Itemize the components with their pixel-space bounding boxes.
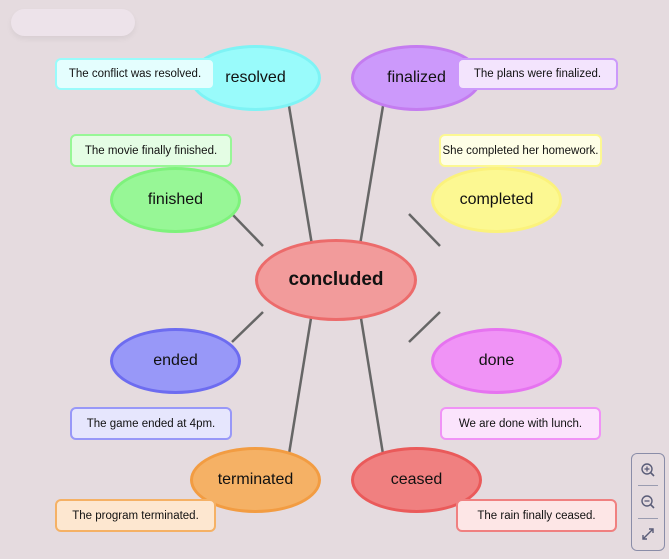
- expand-icon: [642, 528, 654, 541]
- node-label: done: [478, 352, 515, 369]
- node-ceased[interactable]: ceased: [351, 447, 482, 513]
- node-label: completed: [459, 191, 534, 208]
- fit-view-button[interactable]: [632, 519, 664, 550]
- note-text: The plans were finalized.: [473, 68, 602, 80]
- note-completed: She completed her homework.: [439, 134, 602, 167]
- link-ended: [231, 311, 264, 343]
- note-text: The rain finally ceased.: [477, 509, 596, 522]
- node-finished[interactable]: finished: [110, 167, 241, 233]
- note-terminated: The program terminated.: [55, 499, 216, 532]
- link-done: [408, 311, 441, 343]
- link-finalized: [358, 105, 385, 246]
- node-terminated[interactable]: terminated: [190, 447, 321, 513]
- note-text: The movie finally finished.: [84, 144, 218, 157]
- zoom-out-icon: [641, 495, 655, 509]
- link-finished: [231, 213, 264, 247]
- link-completed: [408, 213, 441, 247]
- note-ceased: The rain finally ceased.: [456, 499, 617, 532]
- note-ended: The game ended at 4pm.: [70, 407, 232, 440]
- node-label: ceased: [390, 471, 443, 488]
- note-finished: The movie finally finished.: [70, 134, 232, 167]
- zoom-in-button[interactable]: [632, 454, 664, 485]
- divider: [638, 485, 658, 487]
- zoom-in-icon: [641, 462, 655, 477]
- node-ended[interactable]: ended: [110, 328, 241, 394]
- node-resolved[interactable]: resolved: [190, 45, 321, 111]
- link-ceased: [358, 311, 385, 455]
- divider: [638, 517, 658, 519]
- node-concluded[interactable]: concluded: [255, 239, 417, 321]
- zoom-out-button[interactable]: [632, 486, 664, 517]
- note-text: The program terminated.: [72, 509, 199, 522]
- search-bar[interactable]: [11, 9, 135, 36]
- note-text: The game ended at 4pm.: [86, 417, 216, 430]
- center-label: concluded: [288, 269, 384, 290]
- node-label: ended: [153, 352, 198, 369]
- node-label: finalized: [387, 69, 446, 86]
- link-resolved: [287, 105, 314, 246]
- link-terminated: [287, 311, 314, 455]
- node-done[interactable]: done: [431, 328, 562, 394]
- note-resolved: The conflict was resolved.: [55, 58, 215, 90]
- note-done: We are done with lunch.: [440, 407, 601, 440]
- node-label: resolved: [225, 69, 286, 86]
- node-label: terminated: [217, 471, 294, 488]
- note-text: She completed her homework.: [442, 144, 599, 157]
- node-completed[interactable]: completed: [431, 167, 562, 233]
- note-text: We are done with lunch.: [458, 417, 583, 430]
- note-finalized: The plans were finalized.: [457, 58, 618, 90]
- zoom-controls: [631, 453, 665, 551]
- note-text: The conflict was resolved.: [68, 68, 202, 80]
- node-label: finished: [147, 191, 204, 208]
